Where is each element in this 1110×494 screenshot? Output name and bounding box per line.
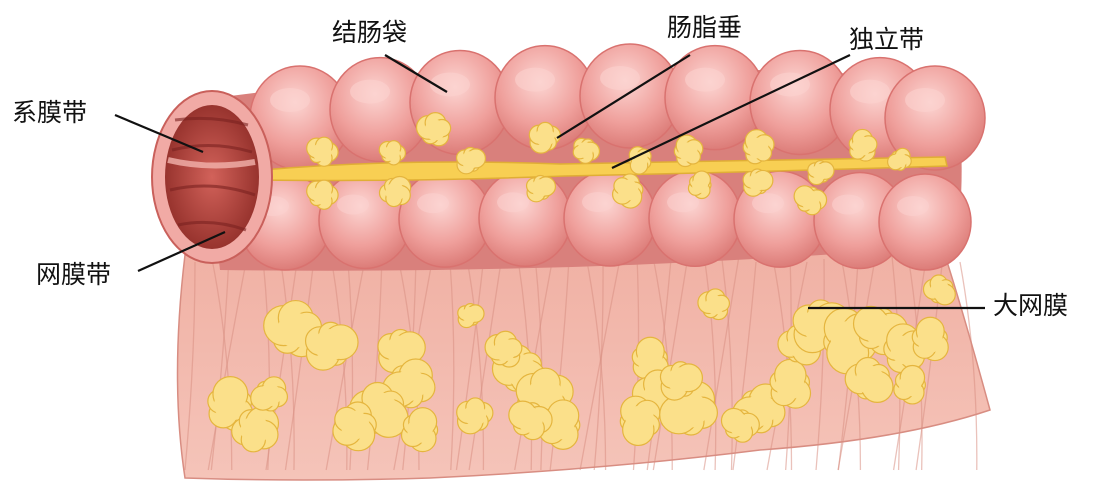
fat-core (407, 417, 433, 443)
fat-core (531, 179, 549, 197)
fat-core (705, 295, 724, 314)
fat-core (461, 151, 479, 169)
greater-omentum (178, 240, 991, 480)
haustrum (479, 170, 571, 266)
fat-core (618, 180, 639, 201)
label-mesocolic-tenia: 系膜带 (12, 100, 87, 125)
fat-core (341, 411, 370, 440)
label-colon-sac: 结肠袋 (332, 20, 407, 45)
fat-core (241, 416, 270, 445)
haustrum-highlight (582, 192, 614, 212)
fat-core (899, 374, 921, 396)
fat-core (748, 173, 766, 191)
haustrum-highlight (270, 88, 310, 112)
fat-core (384, 145, 400, 161)
haustrum (564, 170, 656, 266)
fat-core (692, 177, 708, 193)
haustrum-highlight (337, 194, 369, 214)
haustrum (879, 174, 971, 270)
haustrum-highlight (515, 68, 555, 92)
label-epiploic-appendage: 肠脂垂 (667, 15, 742, 40)
fat-core (856, 366, 885, 395)
haustrum-highlight (350, 80, 390, 104)
fat-core (494, 339, 516, 361)
fat-core (667, 367, 693, 393)
omental-fat-deposit (333, 402, 376, 451)
fat-core (812, 164, 828, 180)
label-free-tenia: 独立带 (849, 27, 924, 52)
haustrum-highlight (497, 192, 529, 212)
label-greater-omentum: 大网膜 (993, 293, 1068, 318)
fat-core (314, 329, 346, 361)
colon (200, 44, 985, 271)
fat-core (312, 185, 331, 204)
fat-core (462, 307, 478, 323)
fat-core (800, 190, 819, 209)
haustrum-highlight (417, 193, 449, 213)
label-omental-tenia: 网膜带 (36, 262, 111, 287)
fat-core (852, 136, 871, 155)
haustrum-highlight (685, 68, 725, 92)
haustrum-highlight (850, 80, 890, 104)
haustrum (399, 171, 491, 267)
fat-core (464, 404, 486, 426)
fat-core (748, 138, 769, 159)
fat-core (259, 384, 281, 406)
fat-core (930, 280, 949, 299)
fat-core (385, 182, 404, 201)
epiploic-appendage (613, 174, 643, 208)
haustrum-highlight (832, 194, 864, 214)
fat-core (535, 127, 554, 146)
fat-core (917, 327, 943, 353)
fat-core (893, 153, 907, 167)
fat-core (626, 406, 655, 435)
fat-core (577, 142, 593, 158)
fat-core (637, 347, 663, 373)
haustrum-highlight (905, 88, 945, 112)
fat-core (678, 142, 697, 161)
fat-core (729, 414, 751, 436)
fat-core (517, 407, 543, 433)
fat-core (425, 120, 446, 141)
fat-core (776, 371, 805, 400)
haustrum-highlight (897, 196, 929, 216)
haustrum-highlight (600, 66, 640, 90)
fat-core (312, 142, 331, 161)
haustra-lower-row (239, 170, 971, 270)
